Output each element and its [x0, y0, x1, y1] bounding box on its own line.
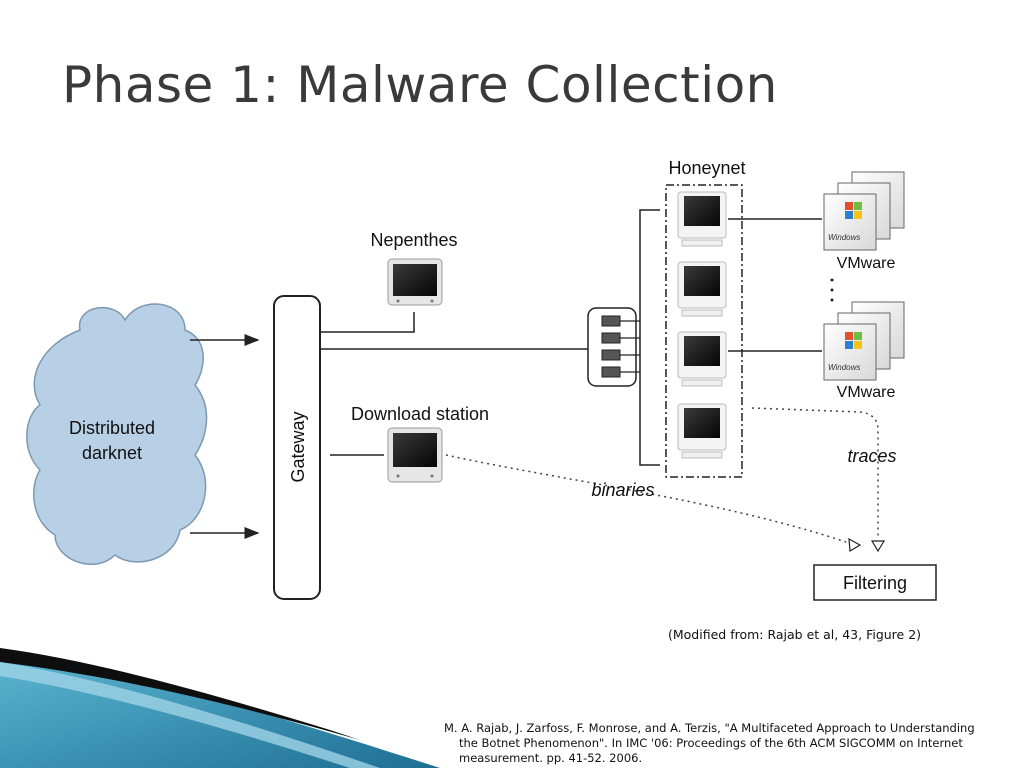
citation-reference: M. A. Rajab, J. Zarfoss, F. Monrose, and… — [444, 721, 1024, 766]
vmware-label-1: VMware — [837, 255, 896, 272]
windows-badge-2: Windows — [828, 363, 860, 372]
filtering-box: Filtering — [813, 564, 937, 601]
reference-line-3: measurement. pp. 41-52. 2006. — [459, 751, 643, 765]
download-station-monitor-icon — [387, 427, 443, 483]
darknet-label-line1: Distributed — [69, 418, 155, 438]
network-switch-icon — [587, 307, 640, 387]
decorative-swoosh — [0, 648, 440, 768]
gateway: Gateway — [273, 295, 321, 600]
honeynet-host-4-icon — [677, 403, 727, 459]
honeynet-host-2-icon — [677, 261, 727, 317]
traces-arrowhead — [870, 540, 886, 553]
figure-caption: (Modified from: Rajab et al, 43, Figure … — [668, 627, 922, 642]
vmware-stack-1-icon: Windows — [823, 171, 905, 251]
traces-path — [751, 407, 879, 536]
binaries-label: binaries — [591, 480, 654, 500]
slide-title: Phase 1: Malware Collection — [62, 56, 778, 114]
vmware-stack-2-icon: Windows — [823, 301, 905, 381]
darknet-label-line2: darknet — [82, 443, 142, 463]
nepenthes-monitor-icon — [387, 258, 443, 306]
reference-line-1: M. A. Rajab, J. Zarfoss, F. Monrose, and… — [444, 721, 975, 735]
gateway-label: Gateway — [288, 411, 308, 482]
nepenthes-link — [320, 312, 415, 333]
honeynet-host-1-icon — [677, 191, 727, 247]
nepenthes-label: Nepenthes — [370, 230, 457, 250]
traces-label: traces — [847, 446, 896, 466]
honeynet-bracket — [639, 209, 660, 466]
filtering-label: Filtering — [843, 573, 907, 593]
reference-line-2: the Botnet Phenomenon". In IMC '06: Proc… — [459, 736, 963, 750]
honeynet-label: Honeynet — [668, 158, 745, 178]
download-station-label: Download station — [351, 404, 489, 424]
binaries-arrowhead — [848, 537, 862, 553]
vmware-label-2: VMware — [837, 384, 896, 401]
honeynet-boundary — [665, 184, 743, 478]
windows-badge-1: Windows — [828, 233, 860, 242]
binaries-path — [445, 454, 847, 543]
darknet-cloud: Distributed darknet — [26, 303, 208, 565]
ellipsis-icon — [830, 278, 834, 302]
honeynet-host-3-icon — [677, 331, 727, 387]
